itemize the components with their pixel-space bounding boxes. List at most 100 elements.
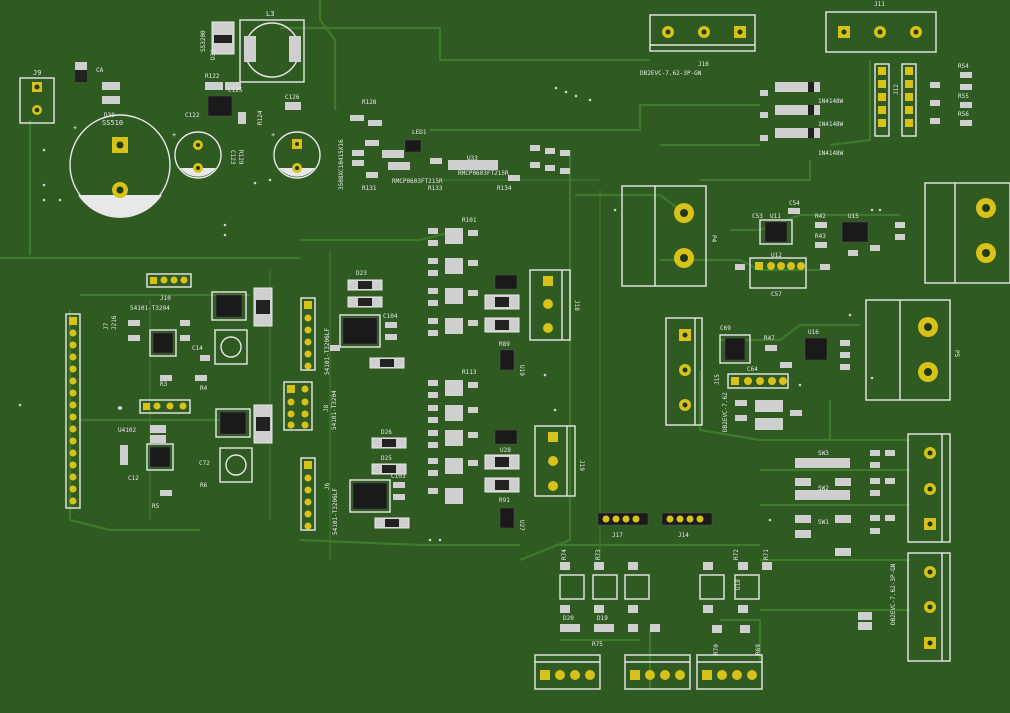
label-u4102: U4102 xyxy=(118,427,136,434)
pinstrip-j14: J14 xyxy=(661,512,713,539)
terminal-p4: P4 xyxy=(621,185,717,287)
label-u27: U27 xyxy=(518,520,525,531)
header-j8: J8 54101-T3204 xyxy=(283,381,338,431)
label-r101: R101 xyxy=(462,217,477,224)
connector-j9: J9 xyxy=(19,69,55,124)
capacitor-c123: + C123 R129 xyxy=(172,131,244,179)
svg-text:+: + xyxy=(73,124,77,132)
label-1n4148w-b: 1N4148W xyxy=(818,121,844,128)
bottom-columns: R74 D20 R73 D19 R75 R72 R71 R70 R69 U18 xyxy=(559,549,772,655)
label-sw2: SW2 xyxy=(818,485,829,492)
label-j12: J12 xyxy=(893,84,900,95)
label-r89: R89 xyxy=(499,341,510,348)
label-r74: R74 xyxy=(561,549,568,560)
label-r128: R128 xyxy=(362,99,377,106)
label-c103: C103 xyxy=(391,473,406,480)
label-c54: C54 xyxy=(789,200,800,207)
label-c104: C104 xyxy=(383,313,398,320)
label-c122: C122 xyxy=(185,112,200,119)
label-rmcp-a: RMCP0603FT215R xyxy=(392,178,443,185)
label-j19: J19 xyxy=(578,460,585,471)
label-j16: J16 xyxy=(698,61,709,68)
header-j6: J6 54101-T3206LF xyxy=(300,457,339,535)
label-c69: C69 xyxy=(720,325,731,332)
label-sw1: SW1 xyxy=(818,519,829,526)
label-r91: R91 xyxy=(499,497,510,504)
label-u16: U16 xyxy=(808,329,819,336)
label-l3: L3 xyxy=(266,10,274,18)
label-r56: R56 xyxy=(958,111,969,118)
label-r70: R70 xyxy=(713,644,720,655)
label-r3: R3 xyxy=(160,381,168,388)
center-lower-block: D26 D25 C103 xyxy=(349,429,410,529)
ic-u12: U12 C57 xyxy=(735,252,830,298)
diode-d31: SS3200 D31 xyxy=(200,21,235,60)
center-upper-block: D23 C104 xyxy=(330,270,405,369)
label-r71: R71 xyxy=(763,549,770,560)
label-r6: R6 xyxy=(200,482,208,489)
label-j11: J11 xyxy=(874,1,885,8)
label-j10-part: 54101-T3204 xyxy=(130,305,170,312)
label-r133: R133 xyxy=(428,185,443,192)
label-p5: P5 xyxy=(953,350,960,358)
header-small-left xyxy=(139,399,191,414)
label-r124: R124 xyxy=(257,110,264,125)
label-c123: C123 xyxy=(229,150,236,165)
label-1n4148w-c: 1N4148W xyxy=(818,150,844,157)
label-d26: D26 xyxy=(381,429,392,436)
label-j18: J18 xyxy=(573,300,580,311)
label-r4: R4 xyxy=(200,385,208,392)
label-j14: J14 xyxy=(678,532,689,539)
label-ss510: SS510 xyxy=(102,119,123,127)
label-r113: R113 xyxy=(462,369,477,376)
label-d23: D23 xyxy=(356,270,367,277)
label-u19: U19 xyxy=(518,365,525,376)
label-j14-part: DB2EVC-7.62-3P-GN xyxy=(890,563,897,625)
label-r131: R131 xyxy=(362,185,377,192)
header-j7-long: J7 J216 xyxy=(65,313,118,509)
label-d25: D25 xyxy=(381,455,392,462)
label-r43: R43 xyxy=(815,233,826,240)
smd-cluster-led1: R128 LED1 3508XC10415X16 R131 RMCP0603FT… xyxy=(338,99,570,192)
diode-array-1n4148w: 1N4148W 1N4148W 1N4148W xyxy=(760,82,844,157)
label-d31: D31 xyxy=(210,49,217,60)
label-sw3: SW3 xyxy=(818,450,829,457)
connector-j18: J18 xyxy=(529,269,580,341)
label-r5: R5 xyxy=(152,503,160,510)
label-r73: R73 xyxy=(595,549,602,560)
label-r42: R42 xyxy=(815,213,826,220)
ic-u16-area: C69 R47 U16 xyxy=(719,325,850,370)
label-c72: C72 xyxy=(199,460,210,467)
label-j10: J10 xyxy=(160,295,171,302)
capacitor-bulk-left: + SS510 D30 xyxy=(69,112,171,218)
header-j5: 54101-T3206LF xyxy=(300,297,331,375)
label-c14: C14 xyxy=(192,345,203,352)
label-led1: LED1 xyxy=(412,129,427,136)
vias xyxy=(18,86,882,542)
label-r69: R69 xyxy=(755,644,762,655)
resistor-ladder-lower: R113 U28 R91 U27 xyxy=(428,369,525,531)
label-j17: J17 xyxy=(612,532,623,539)
label-ss3200: SS3200 xyxy=(200,30,207,52)
ic-cluster-left-lower: U4102 C12 C72 R6 R5 xyxy=(118,404,273,510)
label-j15-part: DB2EVC-7.62 xyxy=(722,392,729,432)
svg-text:CA: CA xyxy=(96,67,104,74)
smd-cluster-r122: R122 C125 C122 xyxy=(185,73,246,124)
label-u11: U11 xyxy=(770,213,781,220)
label-r75: R75 xyxy=(592,641,603,648)
label-u15: U15 xyxy=(848,213,859,220)
connector-j19: J19 xyxy=(534,425,585,497)
label-r72: R72 xyxy=(733,549,740,560)
label-r134: R134 xyxy=(497,185,512,192)
label-r122: R122 xyxy=(205,73,220,80)
label-r55: R55 xyxy=(958,93,969,100)
label-r47: R47 xyxy=(764,335,775,342)
svg-text:+: + xyxy=(271,131,275,139)
label-r129: R129 xyxy=(237,150,244,165)
label-j7-part: J216 xyxy=(111,315,118,330)
label-j15: J15 xyxy=(714,374,721,385)
label-1n4148w-a: 1N4148W xyxy=(818,98,844,105)
label-j8: J8 xyxy=(323,404,330,412)
label-j8-part: 54101-T3204 xyxy=(331,390,338,430)
